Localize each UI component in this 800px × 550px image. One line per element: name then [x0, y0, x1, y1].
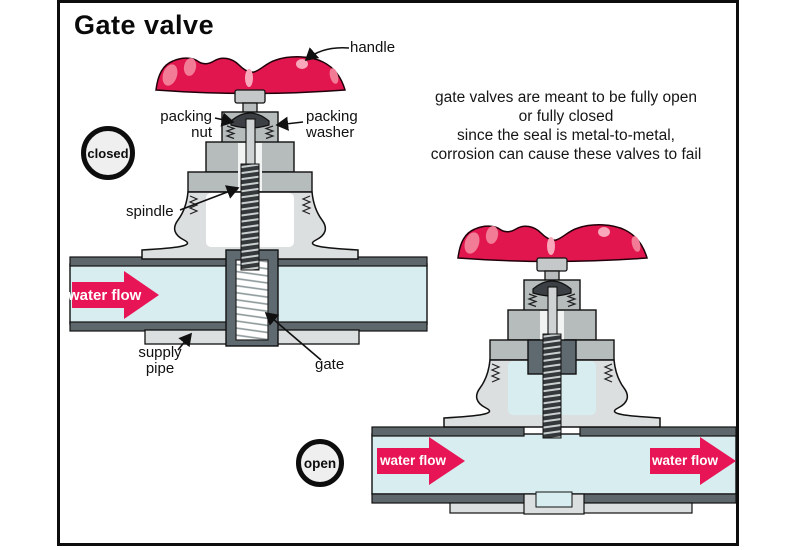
- label-packing-nut-line1: packing: [160, 108, 212, 125]
- water-flow-text-open-left: water flow: [380, 453, 447, 468]
- water-flow-arrow-left: [377, 437, 465, 485]
- page-title: Gate valve: [74, 10, 215, 40]
- water-flow-arrow: [72, 271, 159, 319]
- spindle-thread: [542, 333, 562, 439]
- leader-lines: [177, 46, 350, 361]
- spindle-thread: [240, 163, 260, 271]
- pipe-wall-top-right: [579, 426, 737, 437]
- label-handle: handle: [350, 39, 396, 56]
- badge-closed: closed: [81, 126, 135, 180]
- pipe-wall-bottom-right: [571, 493, 737, 504]
- label-packing-nut-line2: nut: [191, 124, 212, 141]
- note-open-closed: gate valves are meant to be fully open o…: [420, 88, 712, 126]
- label-supply-pipe-line2: pipe: [145, 360, 175, 377]
- leader-spindle: [179, 185, 240, 211]
- water-flow-text-open-right: water flow: [652, 453, 719, 468]
- gate-closed: [235, 259, 269, 341]
- closed-valve: [69, 56, 428, 347]
- note-corrosion: since the seal is metal-to-metal, corros…: [420, 126, 712, 164]
- label-supply-pipe-line1: supply: [138, 344, 182, 361]
- label-packing-nut: packing nut: [138, 109, 212, 141]
- leader-packing-nut: [214, 112, 235, 127]
- badge-open: open: [296, 439, 344, 487]
- open-valve: [371, 224, 737, 515]
- label-packing-washer: packing washer: [306, 109, 358, 141]
- label-packing-washer-line1: packing: [306, 108, 358, 125]
- leader-handle: [304, 46, 350, 62]
- leader-supply-pipe: [177, 332, 193, 351]
- note-corrosion-line1: since the seal is metal-to-metal,: [457, 127, 675, 144]
- note-corrosion-line2: corrosion can cause these valves to fail: [430, 146, 702, 163]
- gate-seat-water: [535, 491, 573, 508]
- pipe-tab-left: [144, 329, 229, 345]
- badge-closed-text: closed: [87, 145, 129, 161]
- label-spindle: spindle: [126, 203, 174, 220]
- note-open-closed-line1: gate valves are meant to be fully open: [435, 89, 697, 106]
- leader-packing-washer: [275, 116, 304, 131]
- water-flow-text-closed: water flow: [68, 287, 142, 304]
- note-open-closed-line2: or fully closed: [518, 108, 614, 125]
- pipe-wall-top-left: [371, 426, 525, 437]
- label-packing-washer-line2: washer: [306, 124, 355, 141]
- water-flow-arrow-right: [650, 437, 736, 485]
- leader-gate: [264, 311, 322, 361]
- label-supply-pipe: supply pipe: [128, 345, 192, 377]
- badge-open-text: open: [303, 455, 337, 471]
- pipe-wall-bottom-left: [371, 493, 533, 504]
- label-gate: gate: [315, 356, 345, 373]
